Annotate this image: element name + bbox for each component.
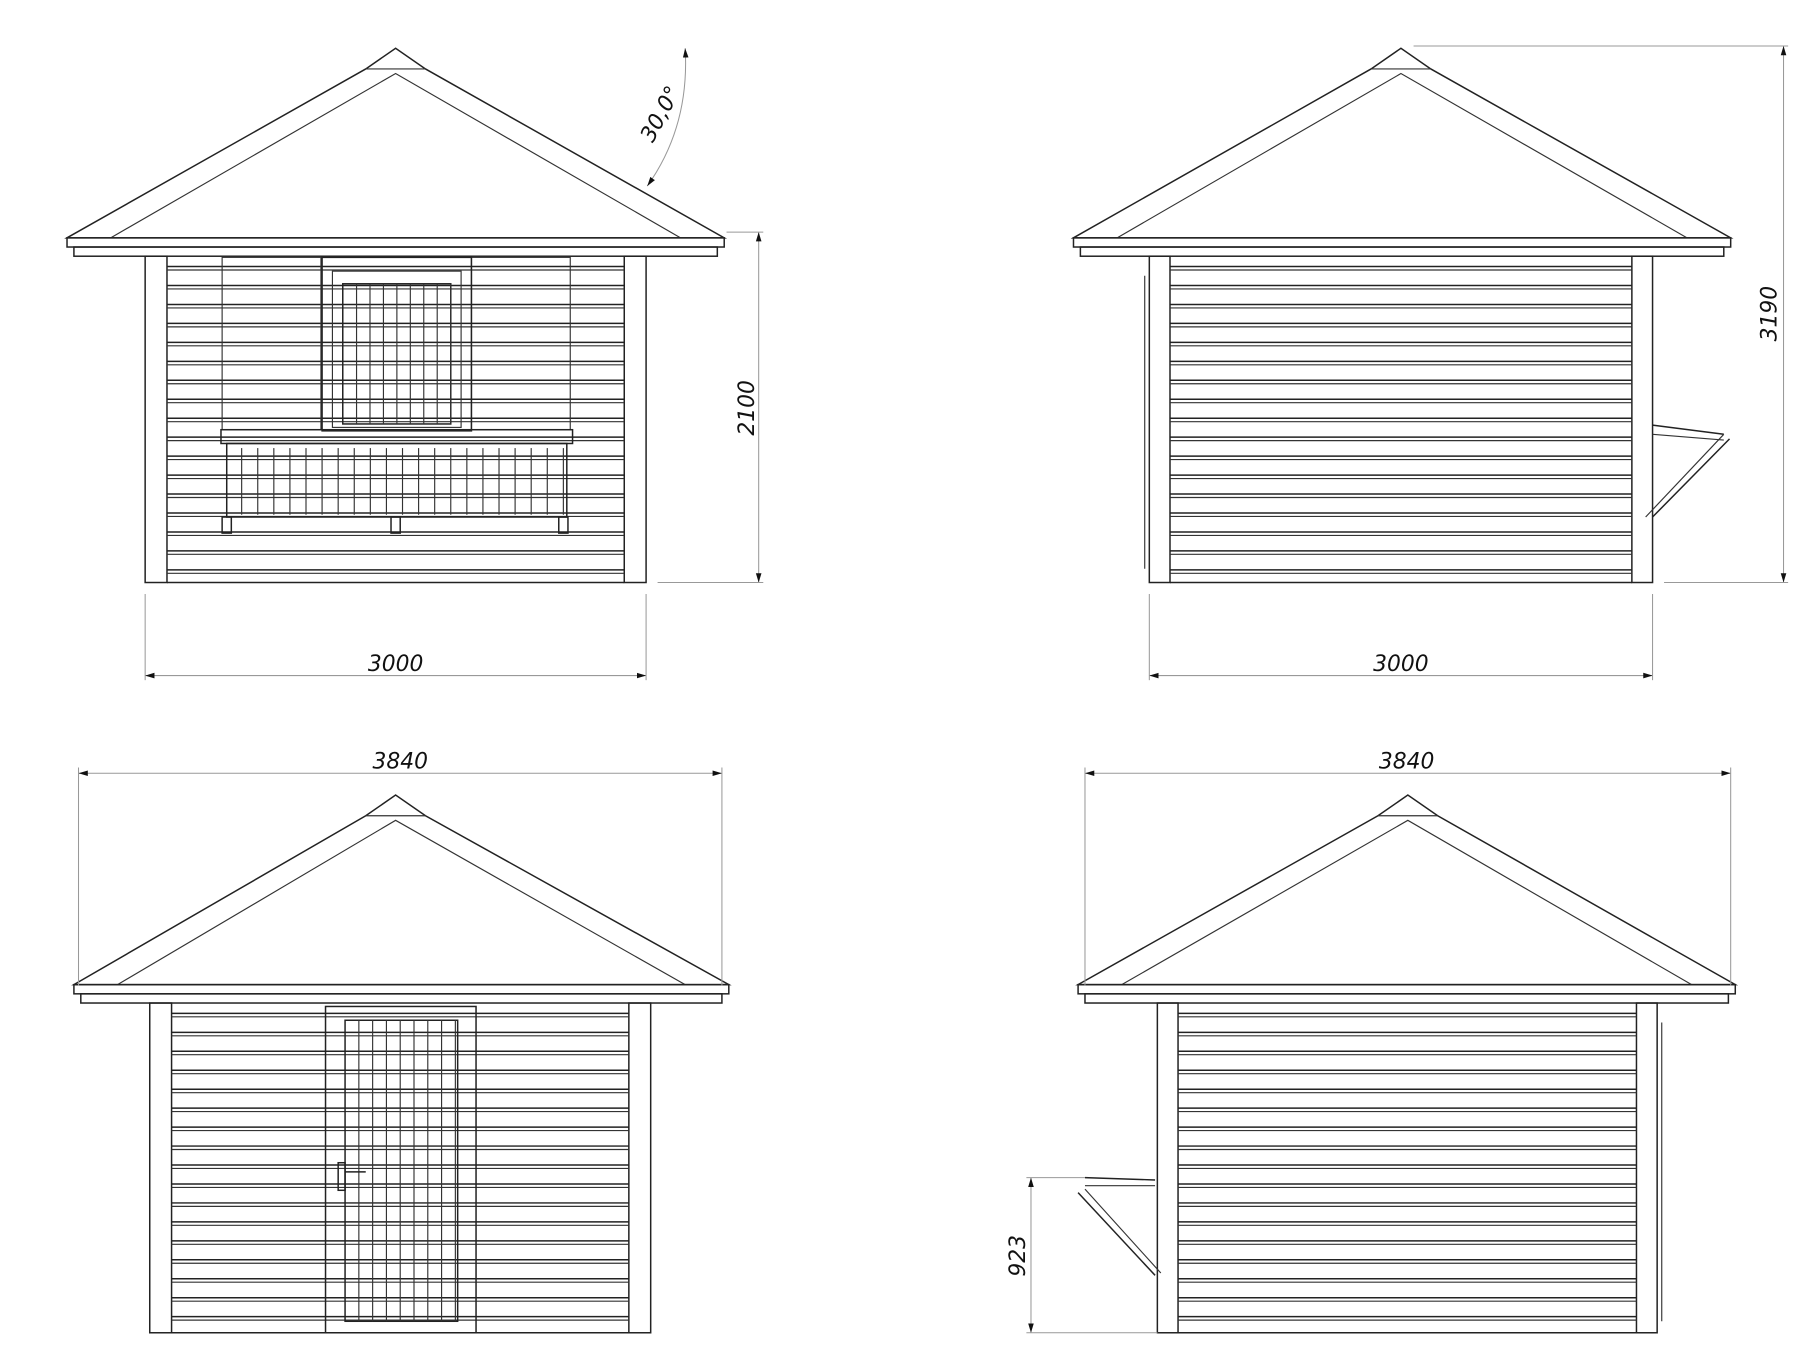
dim-label-shutter-height: 923 [1006,1235,1031,1277]
corner-post-right [1631,255,1654,584]
eave-band [1079,246,1725,257]
counter-panel [225,442,568,518]
roof-hip-line [110,72,681,239]
roof-hip-line [1121,819,1692,986]
dim-label-roof-width-side: 3840 [1379,750,1435,775]
roof-fascia [66,237,725,248]
door-leaf [344,1019,459,1323]
corner-post-left [1148,255,1171,584]
roof-fascia [73,983,730,995]
corner-post-left [148,1002,173,1334]
shutter-arm [1084,1176,1156,1181]
side-elevation-right [1070,45,1789,681]
window-side-panel-left [221,256,322,431]
dim-label-roof-width-rear: 3840 [372,750,428,775]
shutter-strut [1652,438,1731,518]
dim-arc-angle [646,48,689,187]
roof-fascia [1077,983,1737,995]
corner-post-right [1635,1002,1658,1334]
dim-label-width-front: 3000 [368,652,424,677]
window-inner-frame [331,270,462,428]
eave-band [73,246,719,257]
front-elevation [64,47,764,681]
roof-outline [64,47,728,239]
door-frame [324,1005,477,1334]
dim-label-roof-angle: 30,0° [636,82,686,146]
shutter-strut [1084,1188,1162,1274]
eave-band [1084,993,1730,1004]
side-elevation-left [1026,767,1739,1334]
counter-bracket [221,516,233,534]
roof-hip-line [117,819,686,986]
corner-post-left [144,255,168,584]
dim-label-total-height: 3190 [1758,286,1783,342]
rear-elevation [71,767,732,1334]
shutter-arm [1652,424,1724,436]
roof-hip-line [1116,72,1688,239]
eave-band [80,993,723,1004]
corner-post-left [1156,1002,1179,1334]
corner-post-right [628,1002,652,1334]
dim-label-height: 2100 [735,380,760,436]
corner-post-right [623,255,647,584]
roof-fascia [1072,237,1732,248]
dim-label-width-side: 3000 [1373,652,1429,677]
roof-outline [1075,794,1739,986]
door-handle-plate [337,1161,346,1192]
window-frame [321,256,473,432]
shutter-arm [1652,433,1724,441]
shutter-strut [1077,1192,1156,1276]
shutter-strut [1645,433,1725,518]
roof-outline [1070,47,1734,239]
counter-bracket [390,516,401,534]
window-side-panel-right [470,256,571,431]
counter-bracket [558,516,569,534]
